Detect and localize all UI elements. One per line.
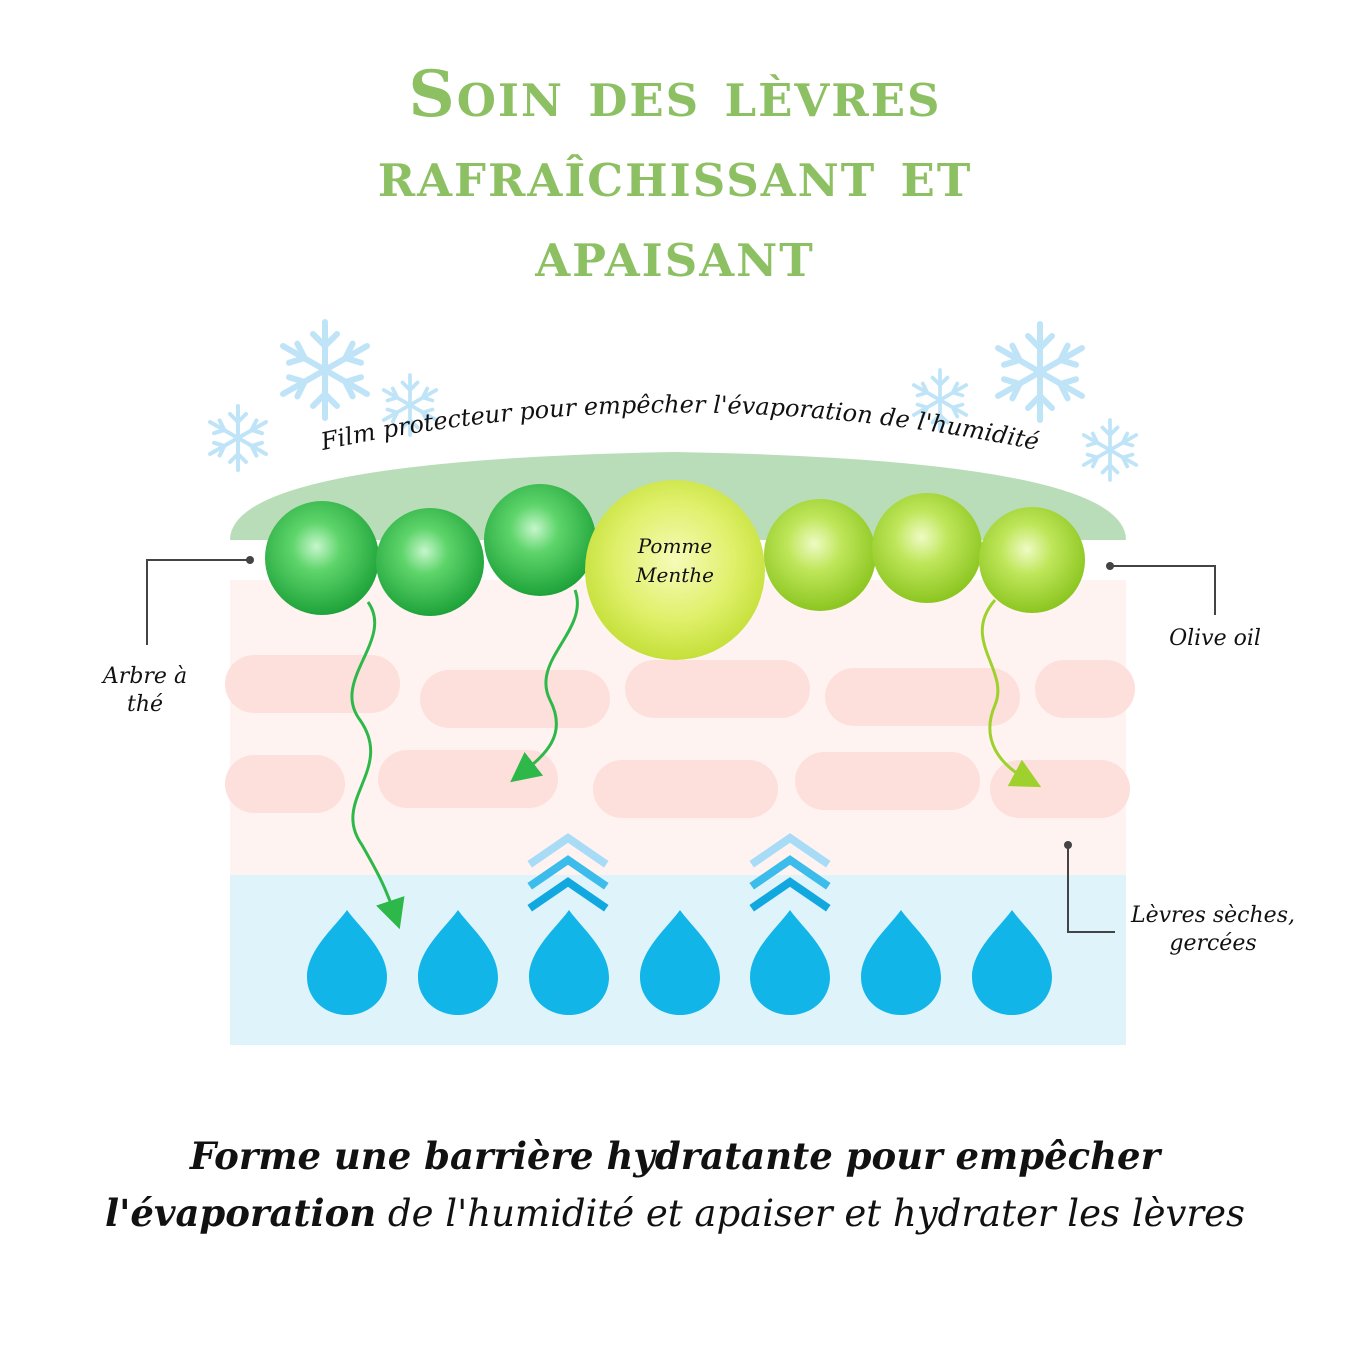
snowflake-icon	[210, 406, 266, 470]
arrow-down-icon	[980, 599, 1042, 788]
leader-dot	[1064, 841, 1072, 849]
tea-tree-molecule	[376, 508, 484, 616]
tea-tree-molecule	[265, 501, 379, 615]
olive-oil-molecule	[764, 499, 876, 611]
leader-dot	[246, 556, 254, 564]
snowflake-icon	[998, 324, 1082, 420]
olive-oil-molecule	[872, 493, 982, 603]
chevron-up-icon	[749, 833, 831, 912]
olive-oil-molecule	[979, 507, 1085, 613]
leader-lines	[146, 559, 1216, 933]
center-ball-label-1: Pomme	[637, 534, 712, 558]
apple-mint-molecule	[585, 480, 765, 660]
center-ball-label-2: Menthe	[635, 563, 714, 587]
snowflake-icon	[283, 322, 367, 418]
caption-bold-1: Forme une barrière hydratante pour empêc…	[189, 1134, 1161, 1178]
caption: Forme une barrière hydratante pour empêc…	[0, 1128, 1350, 1242]
tea-tree-label-2: thé	[127, 692, 163, 717]
tea-tree-molecule	[484, 484, 596, 596]
leader-dot	[1106, 562, 1114, 570]
caption-bold-2: l'évaporation	[105, 1191, 377, 1235]
title-line-3: apaisant	[535, 217, 815, 292]
title-line-1: Soin des lèvres	[408, 57, 942, 132]
arrow-down-icon	[350, 601, 405, 930]
caption-regular: de l'humidité et apaiser et hydrater les…	[376, 1192, 1245, 1235]
page-title: Soin des lèvres rafraîchissant et apaisa…	[0, 55, 1350, 295]
olive-oil-label: Olive oil	[1169, 626, 1261, 651]
title-line-2: rafraîchissant et	[377, 137, 973, 212]
chevron-up-icon	[527, 833, 609, 912]
arrow-down-icon	[510, 589, 579, 783]
tea-tree-label-1: Arbre à	[101, 664, 187, 689]
dry-lips-label-1: Lèvres sèches,	[1130, 903, 1295, 928]
dry-lips-label-2: gercées	[1169, 931, 1256, 956]
snowflake-icon	[1081, 418, 1139, 482]
